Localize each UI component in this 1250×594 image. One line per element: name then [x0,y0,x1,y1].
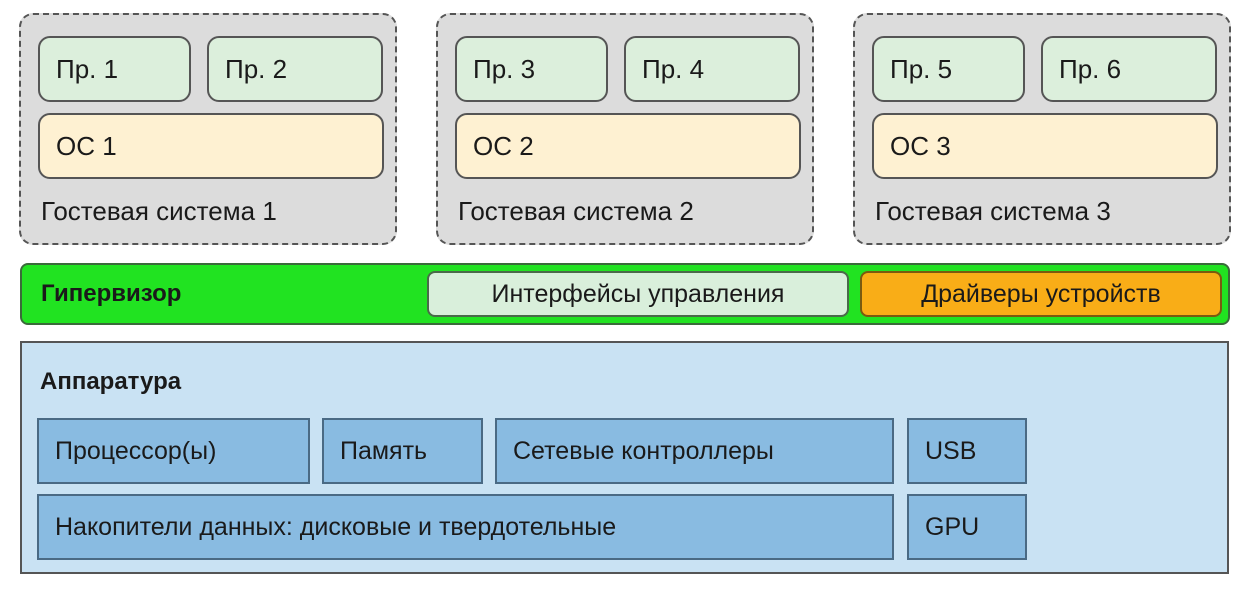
os-label: ОС 2 [473,130,534,161]
app-label: Пр. 2 [225,53,288,84]
hardware-item-storage: Накопители данных: дисковые и твердотель… [37,494,894,560]
hardware-item-label: Сетевые контроллеры [513,436,774,465]
app-label: Пр. 4 [642,53,705,84]
hardware-title: Аппаратура [40,368,182,395]
app-label: Пр. 3 [473,53,536,84]
app-label: Пр. 6 [1059,53,1122,84]
management-interfaces-label: Интерфейсы управления [491,279,785,308]
guest-system-label: Гостевая система 1 [41,196,277,226]
hardware-item-label: Накопители данных: дисковые и твердотель… [55,512,617,541]
os-box-2: ОС 2 [455,113,801,179]
hardware-item-label: Память [340,436,428,465]
hardware-item-label: GPU [925,512,980,541]
os-label: ОС 3 [890,130,951,161]
app-box-3: Пр. 3 [455,36,608,102]
app-box-2: Пр. 2 [207,36,383,102]
app-label: Пр. 5 [890,53,953,84]
hardware-item-label: Процессор(ы) [55,436,217,465]
hardware-item-usb: USB [907,418,1027,484]
hardware-item-network: Сетевые контроллеры [495,418,894,484]
hardware-item-memory: Память [322,418,483,484]
os-label: ОС 1 [56,130,117,161]
guest-system-label: Гостевая система 2 [458,196,694,226]
app-label: Пр. 1 [56,53,119,84]
os-box-3: ОС 3 [872,113,1218,179]
hypervisor-title: Гипервизор [41,280,182,307]
guest-system-2: Пр. 3 Пр. 4 ОС 2 Гостевая система 2 [436,13,814,245]
device-drivers-box: Драйверы устройств [860,271,1222,317]
app-box-6: Пр. 6 [1041,36,1217,102]
hypervisor-layer: Гипервизор Интерфейсы управления Драйвер… [20,263,1230,325]
os-box-1: ОС 1 [38,113,384,179]
guest-system-label: Гостевая система 3 [875,196,1111,226]
hardware-item-label: USB [925,436,977,465]
hardware-layer: Аппаратура Процессор(ы) Память Сетевые к… [20,341,1229,574]
app-box-5: Пр. 5 [872,36,1025,102]
hardware-item-cpu: Процессор(ы) [37,418,310,484]
guest-system-3: Пр. 5 Пр. 6 ОС 3 Гостевая система 3 [853,13,1231,245]
guest-system-1: Пр. 1 Пр. 2 ОС 1 Гостевая система 1 [19,13,397,245]
management-interfaces-box: Интерфейсы управления [427,271,849,317]
app-box-1: Пр. 1 [38,36,191,102]
hardware-item-gpu: GPU [907,494,1027,560]
app-box-4: Пр. 4 [624,36,800,102]
device-drivers-label: Драйверы устройств [921,279,1161,308]
